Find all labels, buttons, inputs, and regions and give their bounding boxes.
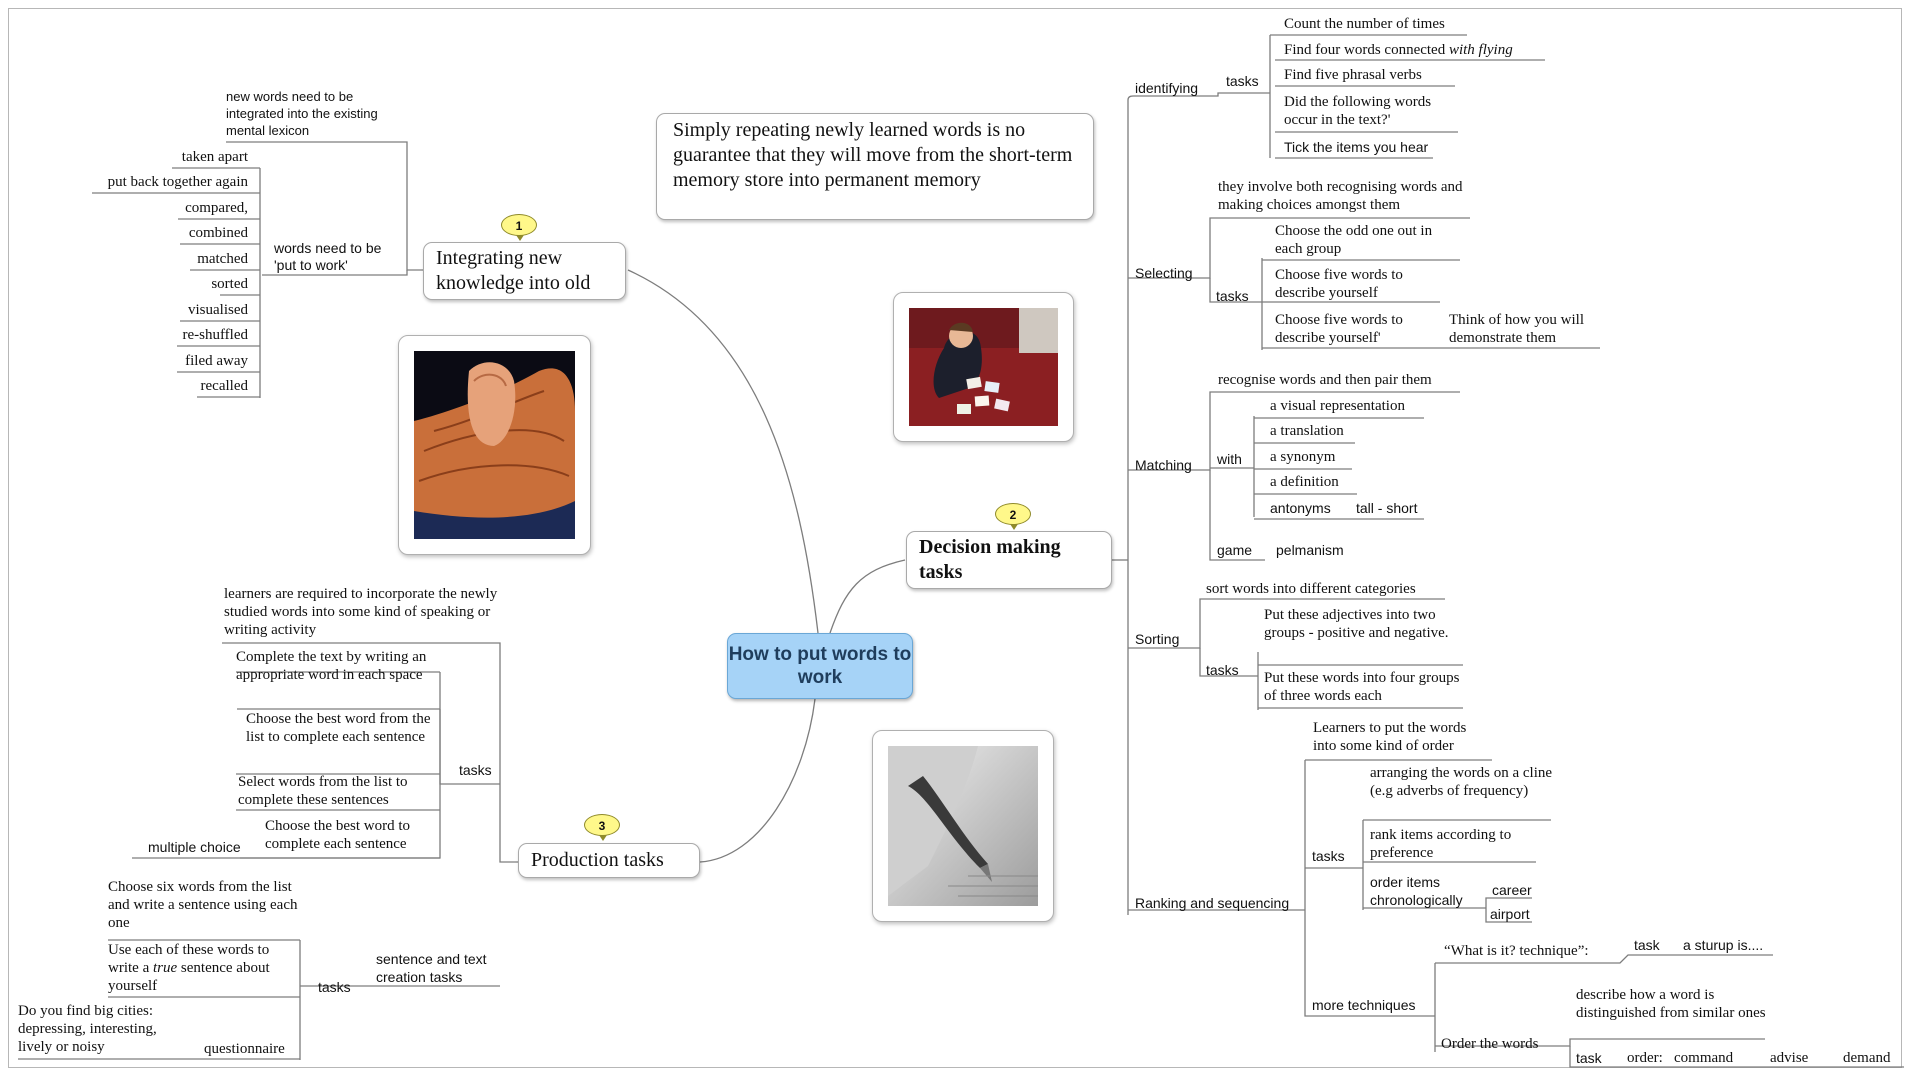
ranking-task: order items chronologically — [1370, 874, 1463, 908]
order-words-label: Order the words — [1441, 1036, 1539, 1052]
selecting-task: Choose five words to describe yourself' — [1275, 312, 1403, 346]
selecting-extra: Think of how you will demonstrate them — [1449, 312, 1584, 346]
identifying-task: Did the following words occur in the tex… — [1284, 94, 1432, 128]
matching-with-item: a definition — [1270, 474, 1339, 490]
integrating-item: matched — [197, 251, 248, 267]
hands-photo — [398, 335, 591, 555]
selecting-intro: they involve both recognising words and … — [1218, 179, 1463, 213]
order-item: advise — [1770, 1050, 1809, 1066]
integrating-item: compared, — [185, 200, 248, 216]
production-task: Choose the best word to complete each se… — [265, 818, 410, 852]
whatisit-task-label: task — [1634, 937, 1660, 953]
identifying-task: Find five phrasal verbs — [1284, 67, 1422, 83]
integrating-item: taken apart — [181, 149, 248, 165]
sorting-tasks-label: tasks — [1206, 662, 1239, 678]
matching-with-label: with — [1217, 451, 1242, 467]
production-topic[interactable]: Production tasks — [518, 843, 700, 878]
describe-technique: describe how a word is distinguished fro… — [1576, 987, 1766, 1021]
questionnaire-label: questionnaire — [204, 1041, 285, 1057]
badge-1: 1 — [501, 214, 537, 241]
selecting-label: Selecting — [1135, 265, 1193, 281]
order-task-label: task — [1576, 1050, 1602, 1066]
sentence-task: Choose six words from the list and write… — [108, 879, 298, 931]
sentence-task-part: Use each of these words to write a — [108, 942, 270, 976]
production-intro: learners are required to incorporate the… — [224, 586, 498, 638]
badge-2: 2 — [995, 503, 1031, 530]
matching-with-item: antonyms — [1270, 500, 1331, 516]
integrating-item: put back together again — [107, 174, 248, 190]
integrating-item: recalled — [200, 378, 248, 394]
selecting-task: Choose five words to describe yourself — [1275, 267, 1403, 301]
ranking-intro: Learners to put the words into some kind… — [1313, 720, 1467, 754]
production-tasks-label: tasks — [459, 762, 492, 778]
ranking-label: Ranking and sequencing — [1135, 895, 1290, 911]
multiple-choice-label: multiple choice — [148, 839, 241, 855]
order-item: demand — [1843, 1050, 1891, 1066]
whatisit-task: a sturup is.... — [1683, 937, 1764, 953]
words-need-label: words need to be 'put to work' — [274, 240, 382, 273]
antonym-example: tall - short — [1356, 500, 1418, 516]
integrating-item: re-shuffled — [182, 327, 248, 343]
ranking-task: rank items according to preference — [1370, 827, 1512, 861]
matching-game-label: game — [1217, 542, 1253, 558]
identifying-task-text: Find four words connected — [1284, 42, 1449, 58]
sorting-task: Put these adjectives into two groups - p… — [1264, 607, 1449, 641]
more-techniques-label: more techniques — [1312, 997, 1416, 1013]
matching-with-item: a visual representation — [1270, 398, 1405, 414]
whatisit-label: “What is it? technique”: — [1444, 943, 1589, 959]
production-task: Complete the text by writing an appropri… — [236, 649, 427, 683]
sentence-tasks-label: tasks — [318, 979, 351, 995]
matching-with-item: a translation — [1270, 423, 1344, 439]
integrating-intro: new words need to be integrated into the… — [226, 89, 378, 138]
pen-image — [888, 746, 1038, 906]
identifying-task: Find four words connected with flying — [1284, 41, 1513, 59]
child-image — [909, 308, 1058, 426]
sorting-intro: sort words into different categories — [1206, 581, 1416, 597]
order-label: order: — [1627, 1050, 1663, 1066]
hands-image — [414, 351, 575, 539]
order-item: command — [1674, 1050, 1734, 1066]
matching-game: pelmanism — [1276, 542, 1344, 558]
chrono-item: airport — [1490, 906, 1530, 922]
child-photo — [893, 292, 1074, 442]
production-task: Select words from the list to complete t… — [238, 774, 408, 808]
canvas-frame — [8, 8, 1902, 1068]
decision-topic[interactable]: Decision making tasks — [906, 531, 1112, 589]
sentence-task: Use each of these words to write a true … — [108, 941, 298, 995]
matching-with-item: a synonym — [1270, 449, 1336, 465]
identifying-task-italic: with flying — [1448, 42, 1513, 58]
production-task: Choose the best word from the list to co… — [246, 711, 431, 745]
questionnaire-text: Do you find big cities: depressing, inte… — [18, 1003, 157, 1055]
identifying-tasks-label: tasks — [1226, 73, 1259, 89]
sorting-task: Put these words into four groups of thre… — [1264, 670, 1460, 704]
integrating-item: filed away — [185, 353, 248, 369]
chrono-item: career — [1492, 882, 1532, 898]
identifying-task: Tick the items you hear — [1284, 139, 1429, 155]
matching-label: Matching — [1135, 457, 1192, 473]
sentence-task-italic: true — [152, 960, 178, 976]
integrating-topic[interactable]: Integrating new knowledge into old — [423, 242, 626, 300]
badge-3: 3 — [584, 814, 620, 841]
ranking-tasks-label: tasks — [1312, 848, 1345, 864]
integrating-item: combined — [188, 225, 248, 241]
ranking-task: arranging the words on a cline (e.g adve… — [1370, 765, 1553, 799]
identifying-label: identifying — [1135, 80, 1199, 96]
sorting-label: Sorting — [1135, 631, 1180, 647]
central-topic[interactable]: How to put words to work — [727, 633, 913, 699]
memory-note: Simply repeating newly learned words is … — [656, 113, 1094, 220]
sentence-task-part: sentence about yourself — [108, 960, 270, 994]
sentence-creation-label: sentence and text creation tasks — [376, 951, 487, 985]
pen-photo — [872, 730, 1054, 922]
integrating-item: sorted — [211, 276, 248, 292]
selecting-tasks-label: tasks — [1216, 288, 1249, 304]
identifying-task: Count the number of times — [1284, 16, 1445, 32]
selecting-task: Choose the odd one out in each group — [1275, 223, 1433, 257]
integrating-item: visualised — [188, 302, 248, 318]
matching-intro: recognise words and then pair them — [1218, 372, 1432, 388]
